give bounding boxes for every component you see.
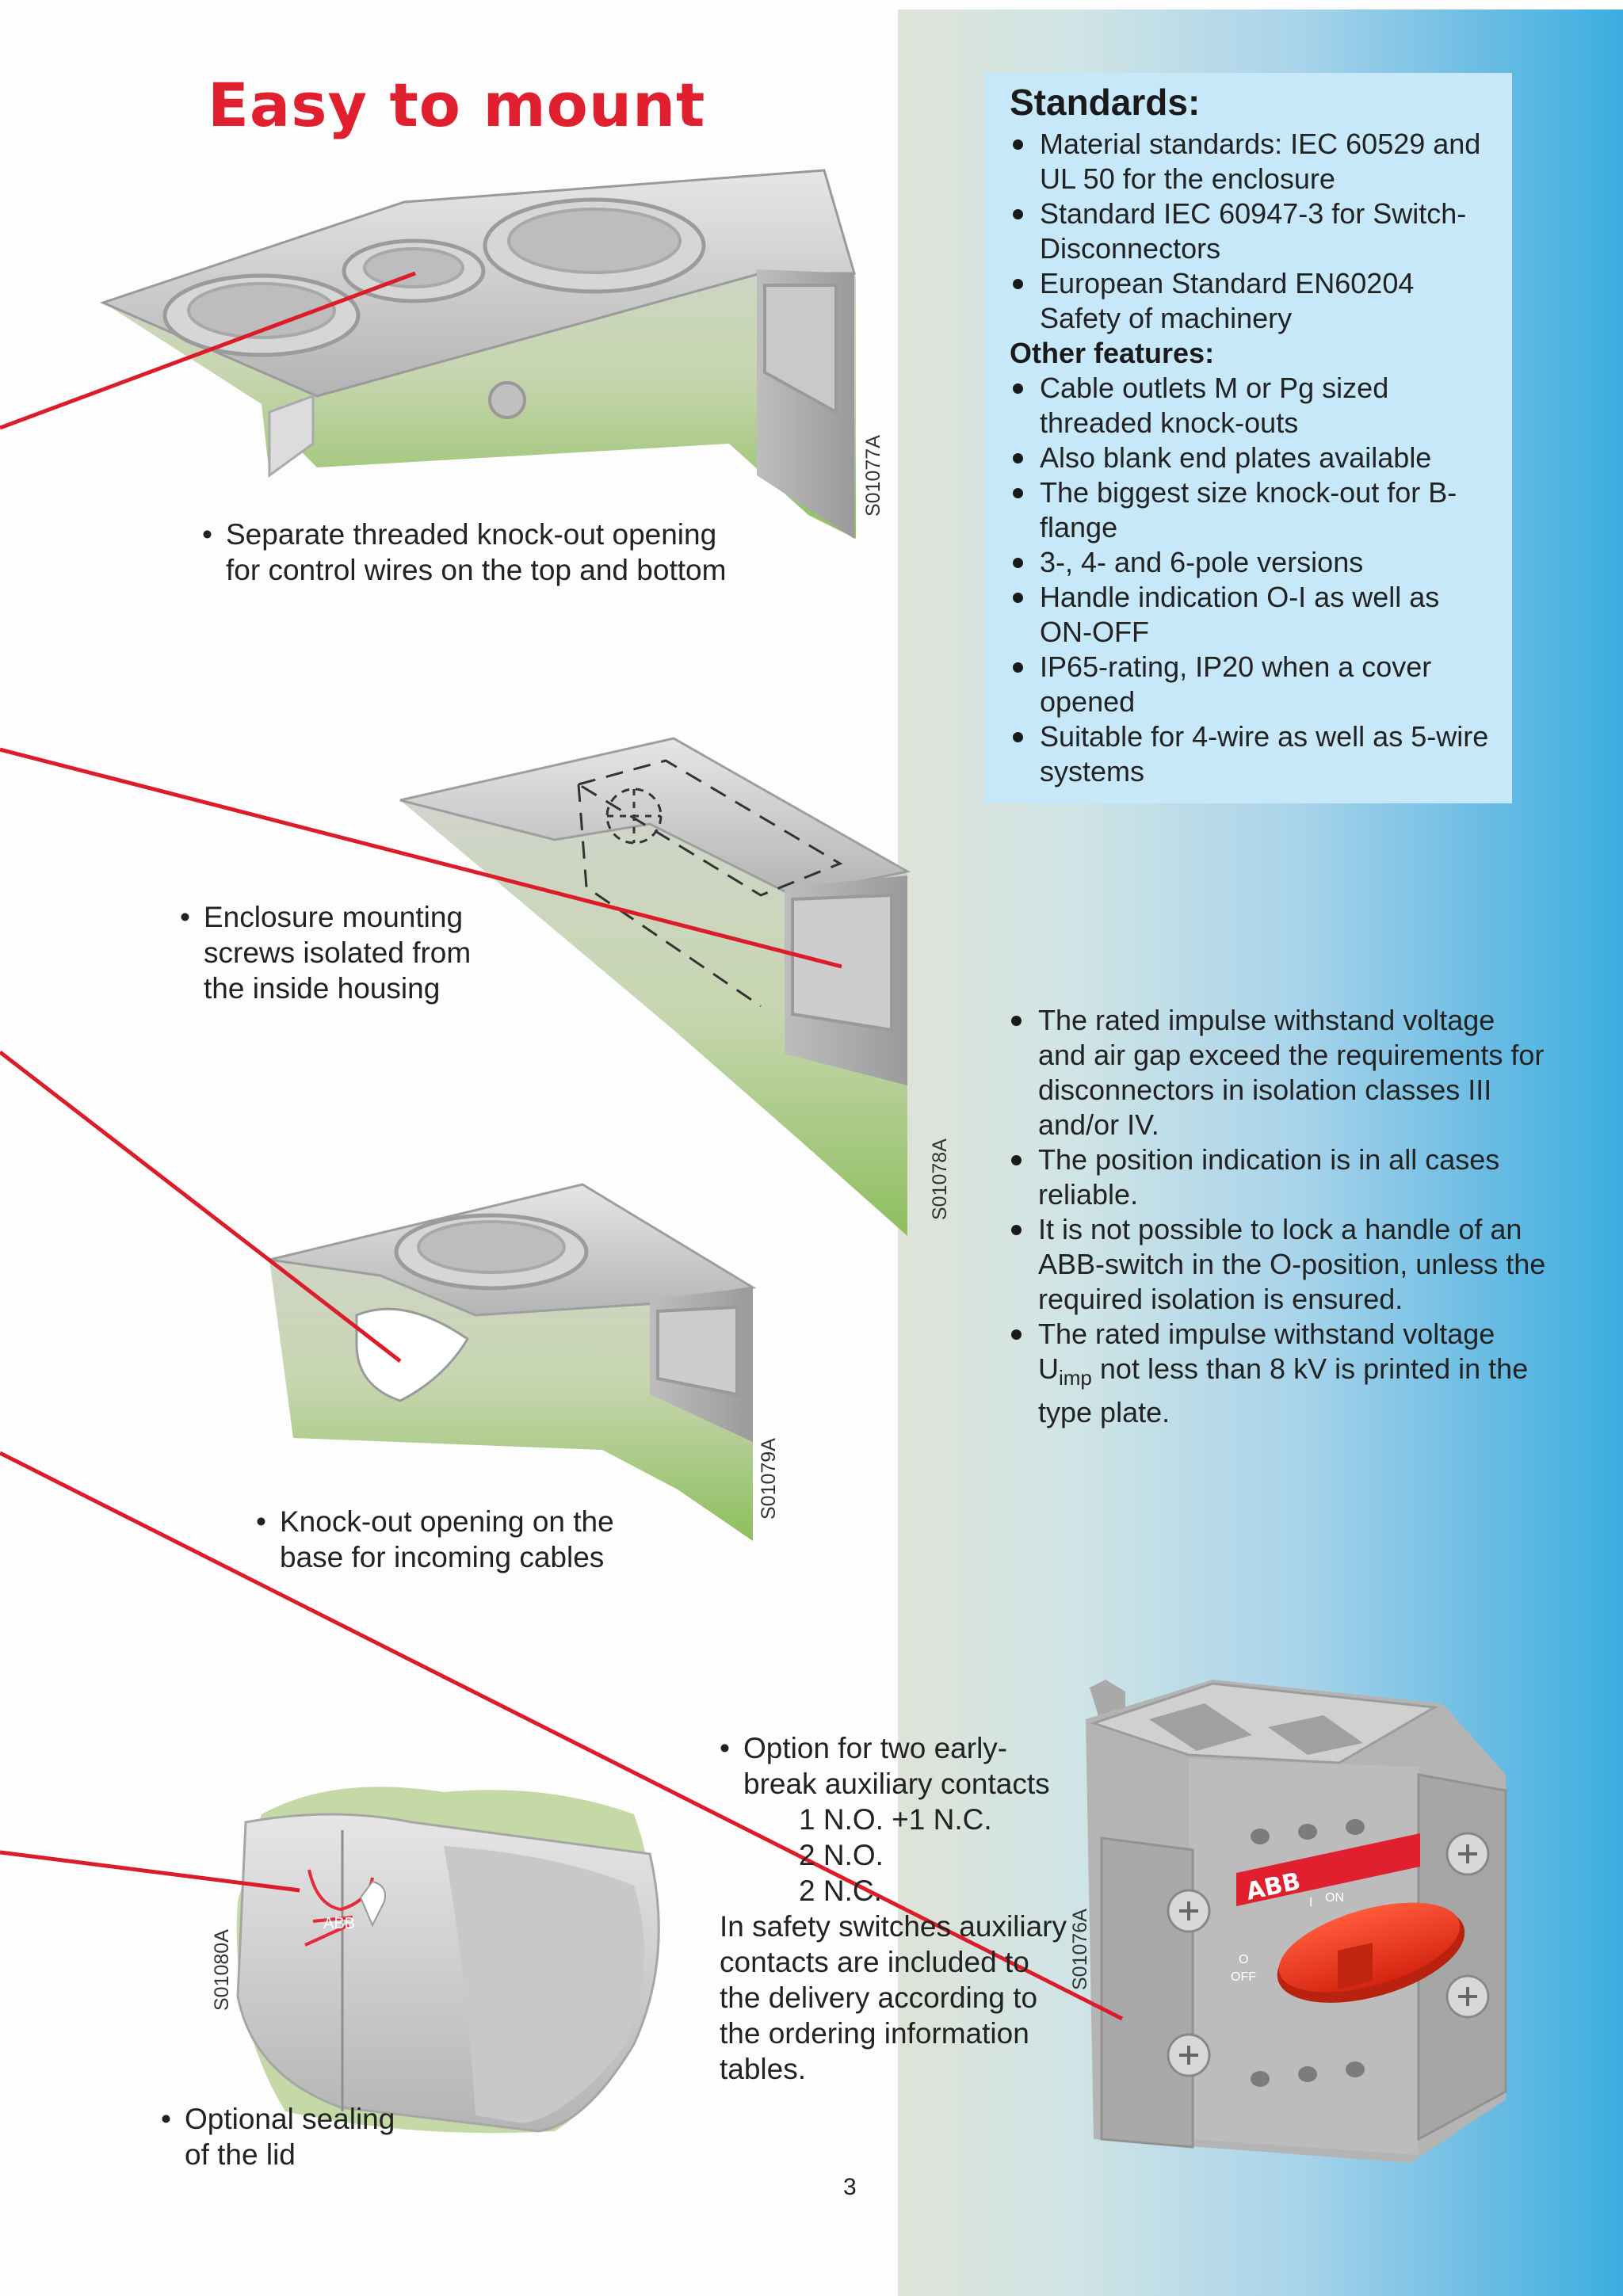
- auxiliary-option: 1 N.O. +1 N.C.: [799, 1803, 992, 1836]
- figure-code: S01079A: [758, 1438, 780, 1520]
- figure-base-knockout: [269, 1183, 757, 1541]
- page-title: Easy to mount: [208, 70, 706, 140]
- switch-label-on: ON: [1325, 1891, 1344, 1905]
- seal-brand: ABB: [323, 1915, 355, 1932]
- figure-code: S01080A: [211, 1929, 233, 2011]
- auxiliary-contacts-text: •Option for two early-break auxiliary co…: [720, 1730, 1068, 2087]
- other-features-heading: Other features:: [1010, 337, 1215, 369]
- figure-top-knockouts: [99, 169, 857, 539]
- leader-lines: [0, 271, 1124, 2021]
- uimp-prefix: The rated impulse withstand voltage U: [1038, 1318, 1495, 1385]
- auxiliary-bullet: •Option for two early-break auxiliary co…: [720, 1732, 1050, 1800]
- caption-top-knockouts: •Separate threaded knock-out opening for…: [202, 518, 727, 586]
- auxiliary-option: 2 N.C.: [799, 1875, 882, 1907]
- uimp-subscript: imp: [1059, 1366, 1092, 1390]
- figure-lid-seal: ABB: [236, 1787, 660, 2134]
- standards-box: Standards: Material standards: IEC 60529…: [984, 73, 1512, 803]
- figure-code: S01077A: [862, 435, 884, 517]
- caption-base-knockout: •Knock-out opening on the base for incom…: [256, 1505, 614, 1573]
- figure-code: S01078A: [929, 1138, 951, 1220]
- standards-heading: Standards:: [1010, 82, 1201, 123]
- figure-mounting-screws: [399, 737, 911, 1236]
- feature-item: The biggest size knock-out for B-flange: [1010, 475, 1496, 545]
- feature-item: IP65-rating, IP20 when a cover opened: [1010, 650, 1496, 719]
- other-features-list: Cable outlets M or Pg sized threaded kno…: [1010, 371, 1496, 789]
- page-number: 3: [843, 2174, 857, 2200]
- switch-label-off: OFF: [1231, 1970, 1256, 1984]
- auxiliary-note: In safety switches auxiliary contacts ar…: [720, 1910, 1067, 2085]
- isolation-notes: The rated impulse withstand voltage and …: [1008, 1003, 1547, 1430]
- caption-mounting-screws: •Enclosure mounting screws isolated from…: [180, 901, 472, 1005]
- standards-list: Material standards: IEC 60529 and UL 50 …: [1010, 127, 1496, 336]
- feature-item: Suitable for 4-wire as well as 5-wire sy…: [1010, 719, 1496, 789]
- isolation-item: The position indication is in all cases …: [1008, 1142, 1547, 1212]
- feature-item: 3-, 4- and 6-pole versions: [1010, 545, 1496, 580]
- caption-lid-seal: •Optional sealing of the lid: [161, 2103, 395, 2171]
- switch-label-o: O: [1239, 1953, 1248, 1966]
- isolation-item: It is not possible to lock a handle of a…: [1008, 1212, 1547, 1317]
- uimp-suffix: not less than 8 kV is printed in the typ…: [1038, 1352, 1529, 1429]
- standards-item: Standard IEC 60947-3 for Switch-Disconne…: [1010, 196, 1496, 266]
- feature-item: Handle indication O-I as well as ON-OFF: [1010, 580, 1496, 650]
- standards-item: European Standard EN60204 Safety of mach…: [1010, 266, 1496, 336]
- isolation-item-uimp: The rated impulse withstand voltage Uimp…: [1008, 1317, 1547, 1430]
- feature-item: Also blank end plates available: [1010, 441, 1496, 475]
- figure-switch-disconnector: ABB I ON O OFF: [1086, 1680, 1507, 2163]
- figure-code: S01076A: [1069, 1909, 1091, 1990]
- isolation-item: The rated impulse withstand voltage and …: [1008, 1003, 1547, 1142]
- auxiliary-option: 2 N.O.: [799, 1839, 884, 1871]
- standards-item: Material standards: IEC 60529 and UL 50 …: [1010, 127, 1496, 196]
- feature-item: Cable outlets M or Pg sized threaded kno…: [1010, 371, 1496, 441]
- switch-label-i: I: [1309, 1896, 1312, 1909]
